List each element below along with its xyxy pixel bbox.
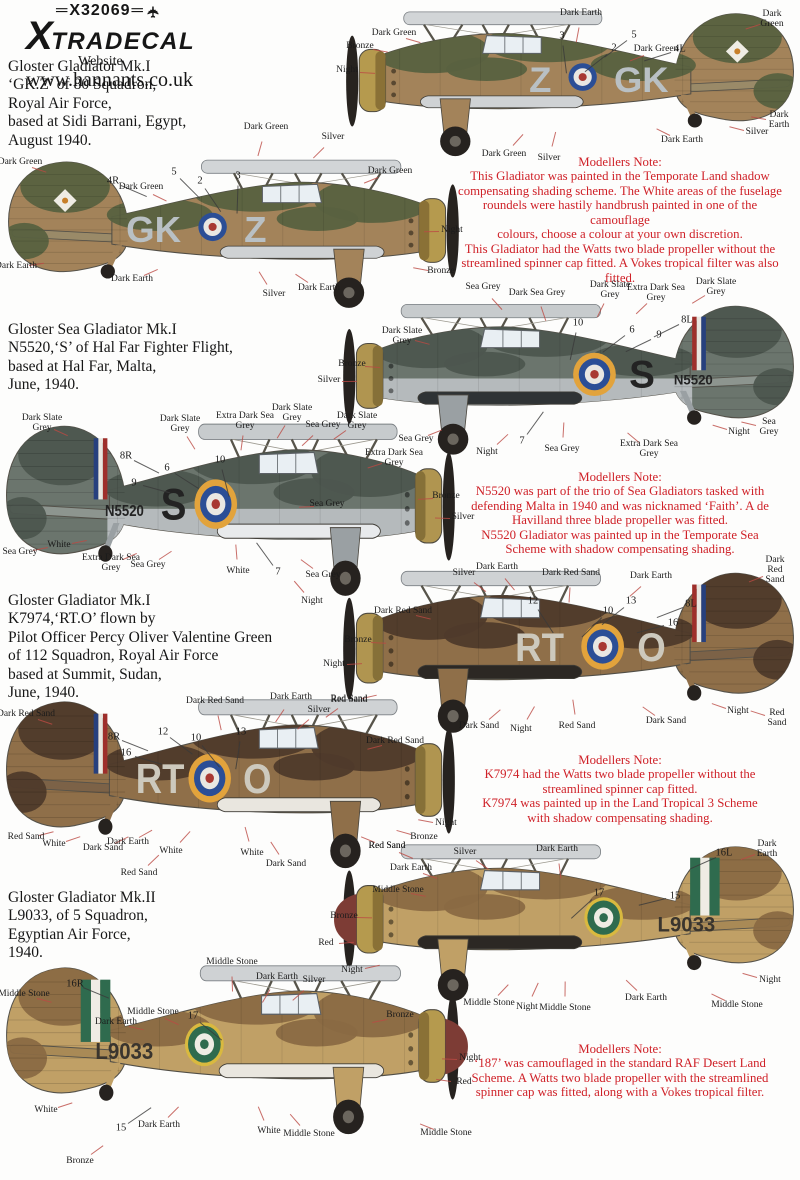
note-title: Modellers Note: — [578, 1042, 662, 1056]
aircraft-code: S — [629, 354, 655, 397]
note-line: Scheme. A Watts two blade propeller with… — [471, 1070, 769, 1085]
note-line: K7974 had the Watts two blade propeller … — [484, 767, 756, 782]
note-line: fitted. — [604, 270, 636, 285]
aircraft-art: Z GK — [346, 11, 795, 157]
description-line: August 1940. — [8, 131, 92, 149]
brand-name: XTRADECAL — [26, 16, 195, 56]
aircraft-profile: GK Z — [2, 148, 470, 320]
description-line: Gloster Gladiator Mk.II — [8, 889, 156, 906]
description-line: based at Sidi Barrani, Egypt, — [8, 113, 187, 131]
note-line: ‘187’ was camouflaged in the standard RA… — [474, 1056, 766, 1071]
logo-bar-left: ═ — [56, 2, 69, 19]
note-line: defending Malta in 1940 and was nickname… — [471, 498, 769, 513]
aircraft-code: GK — [126, 209, 182, 250]
subject-description-1: Gloster Gladiator Mk.I‘GK.Z’ of 80 Squad… — [8, 58, 186, 150]
description-line: June, 1940. — [8, 376, 80, 394]
aircraft-code: L9033 — [95, 1038, 153, 1064]
description-line: based at Summit, Sudan, — [8, 665, 162, 683]
website-label: Website — [78, 54, 123, 69]
aircraft-profile: S N5520 — [332, 292, 800, 467]
aircraft-art: RT O — [6, 699, 455, 869]
aircraft-profile: S N5520 — [0, 410, 466, 610]
note-line: K7974 was painted up in the Land Tropica… — [482, 796, 758, 811]
aircraft-code: L9033 — [658, 913, 716, 937]
description-line: K7974,‘RT.O’ flown by — [8, 610, 156, 628]
note-title: Modellers Note: — [578, 753, 662, 767]
aircraft-code: O — [243, 757, 271, 803]
note-line: with shadow compensating shading. — [527, 810, 713, 825]
modellers-note-2: Modellers Note:N5520 was part of the tri… — [452, 470, 788, 557]
description-line: Pilot Officer Percy Oliver Valentine Gre… — [8, 628, 273, 646]
brand-x: X — [26, 14, 55, 58]
product-code-line: ═X32069═✈ — [26, 2, 195, 20]
aircraft-code: S — [161, 479, 187, 529]
website-url: www.hannants.co.uk — [26, 69, 194, 91]
brand-logo: ═X32069═✈ XTRADECAL Website www.hannants… — [26, 2, 195, 90]
aircraft-code: Z — [244, 209, 266, 250]
modellers-note-3: Modellers Note:K7974 had the Watts two b… — [452, 753, 788, 825]
note-line: streamlined spinner cap fitted. — [542, 781, 698, 796]
note-line: This Gladiator was painted in the Tempor… — [470, 169, 770, 184]
aircraft-code: N5520 — [105, 503, 144, 520]
description-line: N5520,‘S’ of Hal Far Fighter Flight, — [8, 339, 233, 357]
description-line: Egyptian Air Force, — [8, 925, 131, 943]
description-line: based at Hal Far, Malta, — [8, 357, 157, 375]
note-title: Modellers Note: — [578, 470, 662, 484]
logo-bar-right: ═ — [131, 2, 144, 19]
note-title: Modellers Note: — [578, 155, 662, 169]
aircraft-code: RT — [136, 757, 185, 803]
aircraft-art: S N5520 — [343, 303, 794, 455]
description-line: Gloster Gladiator Mk.I — [8, 58, 151, 75]
description-line: ‘GK.Z’ of 80 Squadron, — [8, 76, 157, 94]
note-line: streamlined spinner cap fitted. A Vokes … — [461, 256, 779, 271]
note-line: spinner cap was fitted, along with a Vok… — [475, 1085, 765, 1100]
note-line: N5520 was part of the trio of Sea Gladia… — [475, 484, 765, 499]
color-callout: Bronze — [66, 1156, 94, 1167]
brand-rest: TRADECAL — [51, 28, 196, 55]
description-line: Gloster Gladiator Mk.I — [8, 592, 151, 609]
note-line: This Gladiator had the Watts two blade p… — [464, 241, 776, 256]
description-line: 1940. — [8, 944, 43, 962]
description-line: Gloster Sea Gladiator Mk.I — [8, 321, 177, 338]
note-line: Scheme with shadow compensating shading. — [505, 542, 735, 557]
aircraft-code: O — [637, 625, 666, 670]
aircraft-code: N5520 — [674, 373, 713, 388]
aircraft-code: RT — [515, 625, 564, 670]
note-line: Havilland three blade propeller was fitt… — [511, 513, 729, 528]
note-line: colours, choose a colour at your own dis… — [497, 227, 743, 242]
note-line: N5520 Gladiator was painted up in the Te… — [481, 527, 759, 542]
note-line: compensating shading scheme. The White a… — [458, 183, 782, 198]
modellers-note-1: Modellers Note:This Gladiator was painte… — [452, 155, 788, 285]
note-line: roundels were hastily handbrush painted … — [482, 198, 758, 227]
description-line: of 112 Squadron, Royal Air Force — [8, 647, 219, 665]
airplane-silhouette-icon: ✈ — [143, 4, 161, 18]
aircraft-art: L9033 — [6, 965, 468, 1135]
description-line: June, 1940. — [8, 684, 80, 702]
aircraft-art: S N5520 — [6, 423, 455, 596]
description-line: Royal Air Force, — [8, 94, 112, 112]
description-line: L9033, of 5 Squadron, — [8, 907, 148, 925]
aircraft-code: GK — [614, 59, 669, 100]
color-callout: Dark Green — [243, 122, 289, 133]
aircraft-profile: Z GK — [335, 0, 800, 168]
product-code: X32069 — [69, 2, 131, 19]
modellers-note-4: Modellers Note:‘187’ was camouflaged in … — [452, 1042, 788, 1100]
aircraft-code: Z — [529, 59, 551, 100]
aircraft-art: GK Z — [8, 159, 459, 308]
aircraft-profile: RT O — [0, 686, 466, 882]
aircraft-profile: L9033 — [0, 952, 470, 1148]
